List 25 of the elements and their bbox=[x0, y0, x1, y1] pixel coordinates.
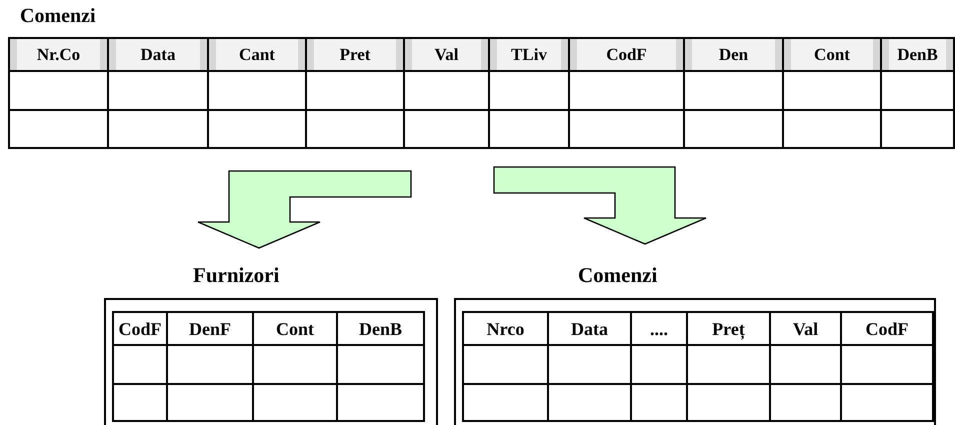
header-cell: Pret bbox=[306, 38, 404, 71]
header-cell: CodF bbox=[113, 312, 167, 345]
block-arrow bbox=[197, 170, 412, 249]
header-cell: Cant bbox=[208, 38, 306, 71]
header-cell: DenB bbox=[881, 38, 954, 71]
header-cell: Nr.Co bbox=[9, 38, 108, 71]
header-cell: Cont bbox=[783, 38, 881, 71]
header-cell: TLiv bbox=[489, 38, 569, 71]
block-arrow bbox=[493, 166, 707, 245]
header-cell: Val bbox=[770, 312, 841, 345]
header-cell: Preț bbox=[687, 312, 770, 345]
header-cell: CodF bbox=[841, 312, 933, 345]
header-cell: Val bbox=[404, 38, 489, 71]
table-title: Comenzi bbox=[578, 262, 658, 288]
header-cell: Data bbox=[548, 312, 631, 345]
header-cell: Cont bbox=[253, 312, 337, 345]
header-cell: CodF bbox=[569, 38, 684, 71]
header-cell: DenB bbox=[337, 312, 424, 345]
header-cell: .... bbox=[631, 312, 687, 345]
table-title: Furnizori bbox=[193, 262, 280, 288]
header-cell: Nrco bbox=[463, 312, 548, 345]
table-title: Comenzi bbox=[20, 4, 96, 29]
header-cell: Den bbox=[684, 38, 783, 71]
header-cell: DenF bbox=[167, 312, 253, 345]
header-cell: Data bbox=[108, 38, 208, 71]
